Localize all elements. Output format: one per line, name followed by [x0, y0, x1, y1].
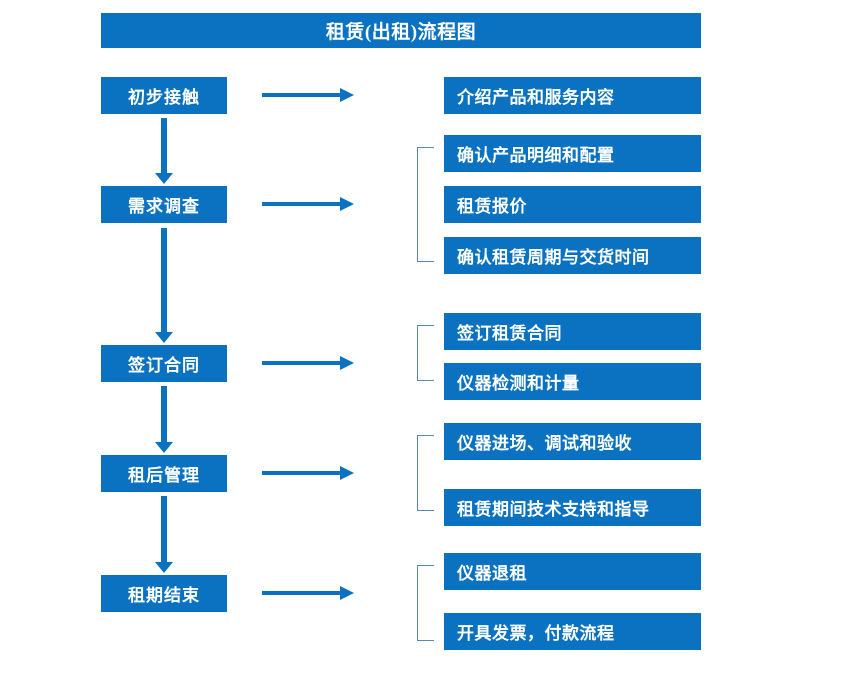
down-arrow-icon-2	[155, 228, 173, 343]
bracket-icon-group-5	[417, 565, 434, 641]
detail-box-1: 介绍产品和服务内容	[444, 77, 701, 114]
detail-box-8: 租赁期间技术支持和指导	[444, 489, 701, 526]
bracket-icon-group-4	[417, 435, 434, 511]
bracket-icon-group-3	[417, 325, 434, 381]
stage-box-1: 初步接触	[101, 77, 227, 114]
detail-box-3: 租赁报价	[444, 186, 701, 223]
down-arrow-icon-1	[155, 118, 173, 184]
right-arrow-icon-4	[262, 466, 354, 480]
right-arrow-icon-2	[262, 197, 354, 211]
down-arrow-icon-3	[155, 386, 173, 453]
stage-box-3: 签订合同	[101, 345, 227, 382]
detail-box-4: 确认租赁周期与交货时间	[444, 237, 701, 274]
detail-box-7: 仪器进场、调试和验收	[444, 423, 701, 460]
stage-box-2: 需求调查	[101, 186, 227, 223]
detail-box-9: 仪器退租	[444, 553, 701, 590]
detail-box-6: 仪器检测和计量	[444, 363, 701, 400]
right-arrow-icon-3	[262, 356, 354, 370]
stage-box-5: 租期结束	[101, 575, 227, 612]
bracket-icon-group-2	[417, 147, 434, 262]
right-arrow-icon-1	[262, 88, 354, 102]
stage-box-4: 租后管理	[101, 455, 227, 492]
right-arrow-icon-5	[262, 586, 354, 600]
diagram-title: 租赁(出租)流程图	[101, 13, 701, 48]
detail-box-10: 开具发票，付款流程	[444, 613, 701, 650]
detail-box-5: 签订租赁合同	[444, 313, 701, 350]
down-arrow-icon-4	[155, 496, 173, 573]
detail-box-2: 确认产品明细和配置	[444, 135, 701, 172]
